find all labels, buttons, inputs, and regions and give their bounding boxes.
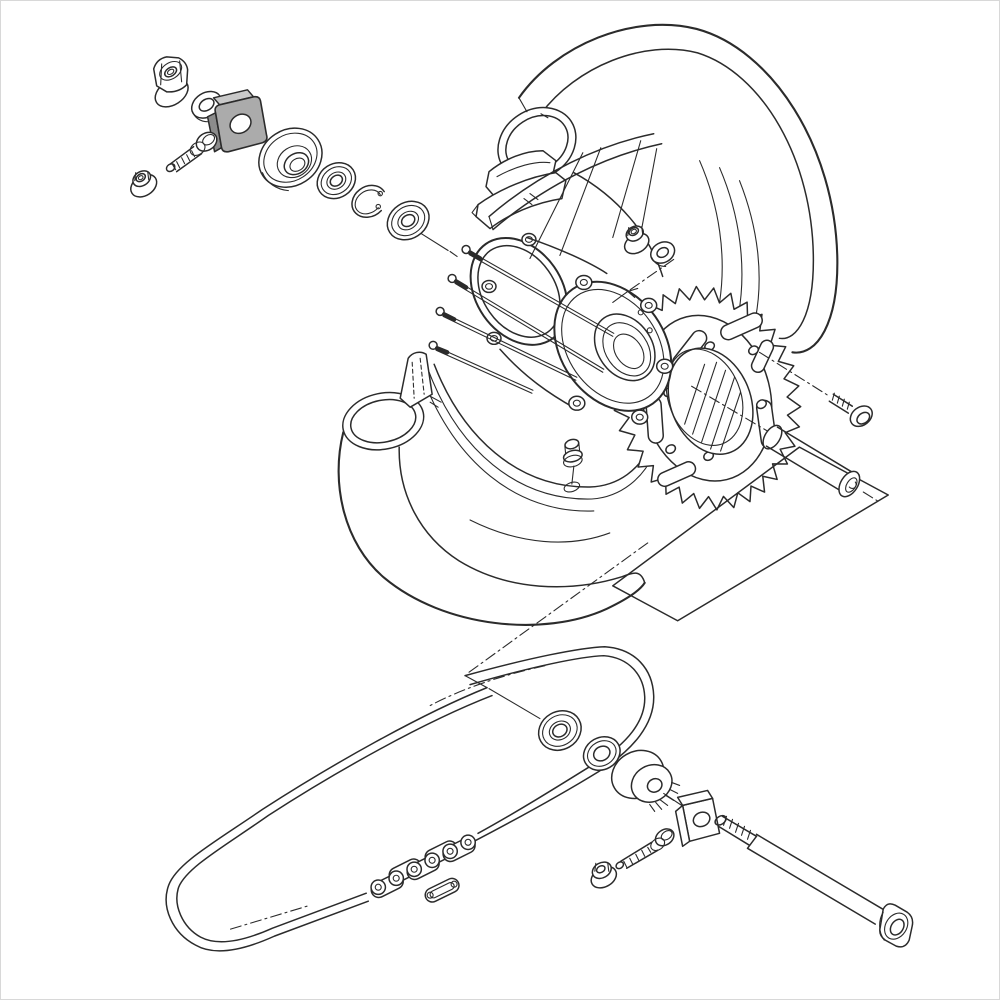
chain-link-roller <box>460 834 476 851</box>
wheel-bearing-inner <box>316 161 357 200</box>
wheel-bearing-outer <box>386 200 458 258</box>
sprocket-washer <box>612 241 676 303</box>
axle-spacer <box>691 385 880 503</box>
valve-stem <box>562 438 583 485</box>
alignment-plane <box>612 446 889 622</box>
rim-lock <box>471 149 567 230</box>
adjuster-bolt-left <box>165 131 218 173</box>
chain-link-roller <box>406 861 423 878</box>
adjuster-flange-nut-left <box>130 170 158 198</box>
wheel-hub <box>469 232 674 425</box>
master-link <box>424 877 460 903</box>
chain-link-roller <box>388 870 405 887</box>
sprocket-bolt <box>758 351 873 428</box>
drive-chain <box>165 645 655 952</box>
chain-links-detail <box>370 834 476 899</box>
chain-link-roller-hole <box>374 883 382 891</box>
chain-link-roller-hole <box>464 838 472 846</box>
leader-guide-bearing <box>488 688 541 720</box>
guide-bearing <box>537 710 582 752</box>
chain-link-roller-hole <box>392 874 400 882</box>
chain-link-roller-hole <box>428 856 436 864</box>
bearing-circlip <box>351 184 385 219</box>
leader-line-axis <box>466 542 649 675</box>
spokes <box>428 140 658 394</box>
chain-adjuster-block-left <box>206 89 268 153</box>
rear-axle <box>714 814 914 948</box>
hub-dust-seal <box>258 127 323 192</box>
axle-nut-left <box>152 56 189 108</box>
adjuster-bolt-right <box>615 828 675 870</box>
chain-adjuster-block-right <box>674 789 721 848</box>
chain-roller <box>610 749 686 812</box>
chain-link-roller <box>442 843 459 860</box>
spoke-nipples <box>428 244 483 355</box>
chain-link-roller <box>424 852 441 869</box>
adjuster-flange-nut-right <box>590 861 618 889</box>
chain-link-roller-hole <box>446 847 454 855</box>
wheel-rim <box>488 132 663 231</box>
tire-lower-section <box>337 351 655 626</box>
chain-link-roller-hole <box>410 865 418 873</box>
sprocket-flange-nut <box>623 225 650 255</box>
chain-link-roller <box>370 879 387 896</box>
guide-seal <box>582 735 621 772</box>
